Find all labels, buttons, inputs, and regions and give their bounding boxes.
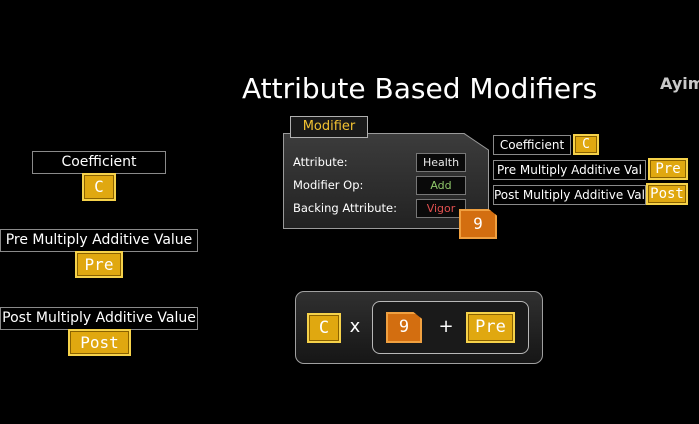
backing-attribute-value: Vigor	[416, 199, 466, 218]
right-post-badge: Post	[646, 183, 688, 205]
right-coefficient-badge: C	[573, 134, 599, 155]
left-pre-badge: Pre	[75, 251, 123, 278]
modifier-tab: Modifier	[290, 116, 368, 138]
right-coefficient-label: Coefficient	[493, 135, 571, 155]
formula-pre-badge: Pre	[466, 312, 515, 343]
modifier-op-value: Add	[416, 176, 466, 195]
attribute-value: Health	[416, 153, 466, 172]
backing-value-badge: 9	[459, 209, 497, 239]
modifier-op-label: Modifier Op:	[293, 178, 364, 192]
right-pre-label: Pre Multiply Additive Val	[493, 160, 646, 180]
right-post-label: Post Multiply Additive Val	[493, 185, 646, 205]
corner-text: Ayim	[660, 74, 699, 93]
left-post-badge: Post	[68, 329, 131, 356]
left-coefficient-label: Coefficient	[32, 151, 166, 174]
left-post-label: Post Multiply Additive Value	[0, 307, 198, 330]
attribute-label: Attribute:	[293, 155, 348, 169]
backing-attribute-label: Backing Attribute:	[293, 201, 398, 215]
formula-value-badge: 9	[386, 312, 422, 343]
formula-coefficient-badge: C	[307, 313, 341, 343]
slide-title: Attribute Based Modifiers	[242, 72, 598, 105]
left-pre-label: Pre Multiply Additive Value	[0, 229, 198, 252]
formula-multiply-sign: x	[349, 316, 361, 337]
modifier-card-border	[283, 133, 489, 229]
left-coefficient-badge: C	[82, 173, 116, 201]
right-pre-badge: Pre	[648, 158, 688, 180]
formula-plus-sign: +	[438, 316, 454, 337]
